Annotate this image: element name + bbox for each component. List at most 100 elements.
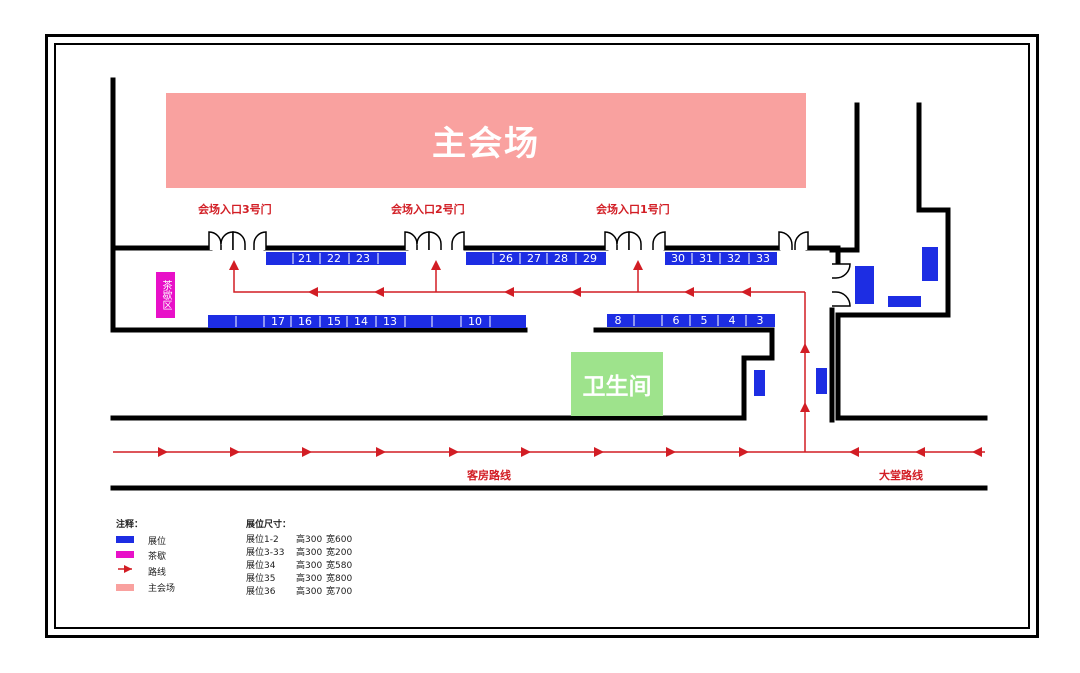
booth-label[interactable]: 3	[756, 314, 764, 327]
route-arrow-icon	[666, 447, 676, 457]
booth-label[interactable]: 32	[727, 252, 741, 265]
legend-label-tea: 茶歇	[148, 552, 167, 562]
size-row-booth: 展位1-2	[246, 535, 279, 545]
booth-label[interactable]: 22	[327, 252, 341, 265]
route-arrow-icon	[374, 287, 384, 297]
booth-dividers	[235, 253, 750, 327]
tea-area[interactable]: 茶歇区	[156, 272, 175, 318]
route-arrow-icon	[915, 447, 925, 457]
booth-bar-17-10	[208, 315, 526, 328]
booth-label[interactable]: 27	[527, 252, 541, 265]
main-hall[interactable]: 主会场	[166, 93, 806, 188]
door-side-icon	[778, 231, 809, 250]
route-arrow-icon	[449, 447, 459, 457]
route-arrow-icon	[972, 447, 982, 457]
route-arrow-icon	[308, 287, 318, 297]
booth-label[interactable]: 4	[728, 314, 736, 327]
size-row-width: 宽700	[326, 587, 353, 597]
route-arrow-icon	[739, 447, 749, 457]
size-row-height: 高300	[296, 574, 323, 584]
route-arrow-icon	[504, 287, 514, 297]
booth-label[interactable]: 26	[499, 252, 513, 265]
booth-label[interactable]: 29	[583, 252, 597, 265]
booth-label[interactable]: 14	[354, 315, 368, 328]
legend-swatches	[116, 536, 134, 591]
wall-right-room	[835, 102, 988, 421]
route-label-guest-rooms: 客房路线	[467, 469, 511, 482]
route-arrow-icon	[741, 287, 751, 297]
booth-corridor-left	[754, 370, 765, 396]
booth-label[interactable]: 17	[271, 315, 285, 328]
route-arrow-icon	[849, 447, 859, 457]
size-row-width: 宽600	[326, 535, 353, 545]
legend-swatch-tea	[116, 551, 134, 558]
booth-label[interactable]: 31	[699, 252, 713, 265]
booth-label[interactable]: 30	[671, 252, 685, 265]
size-row-booth: 展位34	[246, 561, 276, 571]
booth-label[interactable]: 16	[298, 315, 312, 328]
door-1-icon	[604, 231, 666, 250]
booth-label[interactable]: 6	[672, 314, 680, 327]
booth-label[interactable]: 23	[356, 252, 370, 265]
booth-right-2	[888, 296, 921, 307]
legend-label-booth: 展位	[148, 537, 167, 547]
route-arrow-icon	[800, 343, 810, 353]
restroom-label: 卫生间	[582, 374, 652, 400]
booth-sizes-title: 展位尺寸：	[246, 520, 292, 530]
wall-left-upper	[110, 77, 213, 251]
entrance-1-label: 会场入口1号门	[596, 203, 670, 216]
route-arrow-icon	[229, 260, 239, 270]
door-right-icon	[832, 263, 851, 307]
inner-frame	[54, 43, 1030, 629]
wall-right-inner	[829, 102, 860, 253]
entrance-3-label: 会场入口3号门	[198, 203, 272, 216]
booth-label[interactable]: 15	[327, 315, 341, 328]
route-upper-line	[233, 264, 805, 293]
wall-left-lower	[110, 249, 528, 333]
size-row-width: 宽200	[326, 548, 353, 558]
size-row-height: 高300	[296, 548, 323, 558]
booth-corridor-right	[816, 368, 827, 394]
route-label-lobby: 大堂路线	[879, 469, 923, 482]
route-arrow-icon	[594, 447, 604, 457]
doors	[208, 231, 851, 307]
size-row-booth: 展位36	[246, 587, 276, 597]
entrance-2-label: 会场入口2号门	[391, 203, 465, 216]
booth-label[interactable]: 13	[383, 315, 397, 328]
booth-label[interactable]: 21	[298, 252, 312, 265]
size-row-height: 高300	[296, 587, 323, 597]
route-arrows	[158, 260, 982, 457]
routes	[113, 264, 985, 453]
booth-label[interactable]: 10	[468, 315, 482, 328]
booth-label[interactable]: 28	[554, 252, 568, 265]
wall-restroom	[110, 327, 775, 421]
booth-right-1	[855, 266, 874, 304]
door-2-icon	[404, 231, 465, 250]
legend-label-route: 路线	[148, 568, 167, 578]
booth-label[interactable]: 33	[756, 252, 770, 265]
legend-route-arrow-icon	[124, 565, 132, 573]
legend-title: 注释：	[116, 520, 144, 530]
route-arrow-icon	[684, 287, 694, 297]
route-arrow-icon	[431, 260, 441, 270]
legend-swatch-main-hall	[116, 584, 134, 591]
size-row-booth: 展位3-33	[246, 548, 285, 558]
size-row-width: 宽800	[326, 574, 353, 584]
size-row-width: 宽580	[326, 561, 353, 571]
route-arrow-icon	[158, 447, 168, 457]
booth-label[interactable]: 5	[700, 314, 708, 327]
size-row-height: 高300	[296, 561, 323, 571]
booth-bar-26-29	[466, 252, 606, 265]
legend-label-main-hall: 主会场	[148, 584, 176, 594]
route-arrow-icon	[571, 287, 581, 297]
booth-label[interactable]: 8	[614, 314, 622, 327]
route-arrow-icon	[376, 447, 386, 457]
route-arrow-icon	[302, 447, 312, 457]
legend-swatch-booth	[116, 536, 134, 543]
route-arrow-icon	[230, 447, 240, 457]
booth-bars	[208, 247, 938, 396]
restroom[interactable]: 卫生间	[571, 352, 663, 416]
route-arrow-icon	[633, 260, 643, 270]
tea-area-label: 茶歇区	[160, 280, 171, 310]
